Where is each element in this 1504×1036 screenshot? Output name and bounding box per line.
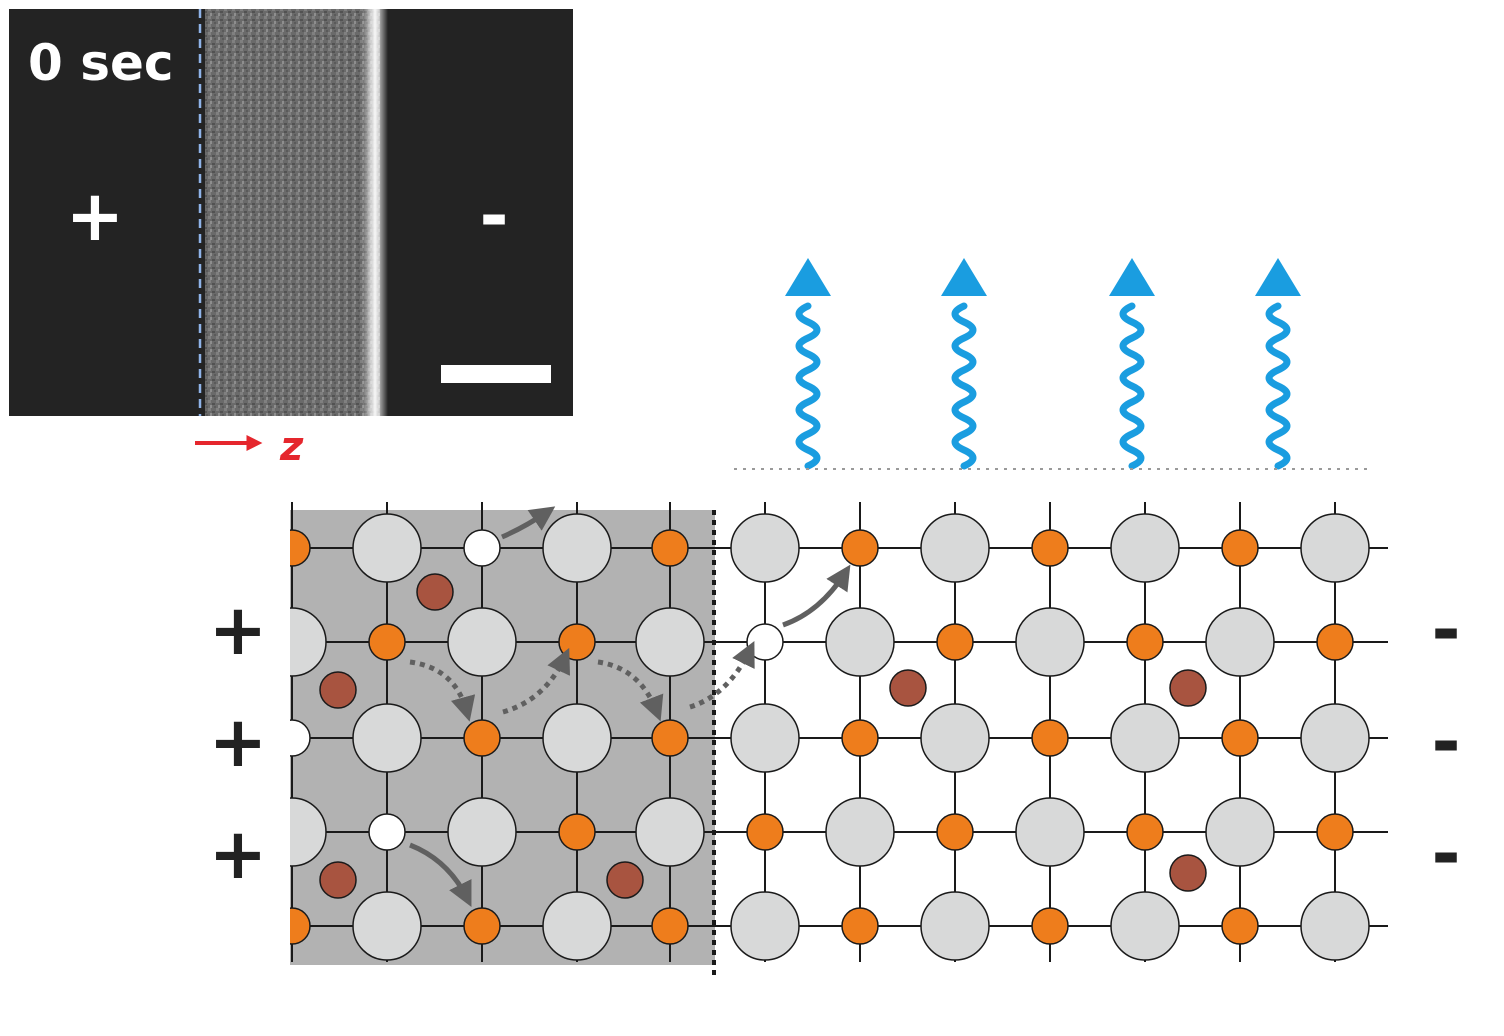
anion-site <box>542 703 612 773</box>
cation-site <box>1126 623 1164 661</box>
cation-site <box>651 529 689 567</box>
anode-sign-3: + <box>209 813 268 895</box>
z-axis-label: z <box>279 424 304 470</box>
cation-site <box>1221 529 1259 567</box>
cation-site <box>463 719 501 757</box>
micrograph-anode-sign: + <box>66 175 125 257</box>
lattice-left-mask <box>0 490 290 990</box>
anion-site <box>730 891 800 961</box>
anion-site <box>1110 703 1180 773</box>
anion-site <box>825 607 895 677</box>
anion-site <box>920 703 990 773</box>
cation-site <box>1031 719 1069 757</box>
lattice-atoms <box>0 490 1370 990</box>
anion-site <box>1300 513 1370 583</box>
cation-site <box>651 719 689 757</box>
interstitial-ion <box>1169 669 1207 707</box>
anion-site <box>1015 607 1085 677</box>
cathode-sign-3: - <box>1431 813 1460 895</box>
anion-site <box>635 607 705 677</box>
interstitial-ion <box>606 861 644 899</box>
cation-site <box>841 907 879 945</box>
cation-site <box>558 813 596 851</box>
cation-site <box>936 813 974 851</box>
micrograph-cathode-sign: - <box>479 175 508 257</box>
anion-site <box>730 703 800 773</box>
cation-site <box>1031 907 1069 945</box>
anion-site <box>447 797 517 867</box>
z-axis-indicator: z <box>195 424 304 470</box>
cation-site <box>841 529 879 567</box>
emission-wave <box>795 302 821 470</box>
hop-arrow-solid-1 <box>501 506 556 540</box>
cation-site <box>841 719 879 757</box>
cation-site <box>1316 623 1354 661</box>
interstitial-ion <box>319 671 357 709</box>
cathode-signs: - - - <box>1431 589 1460 895</box>
cation-site <box>1221 907 1259 945</box>
sample-bright-edge <box>362 9 388 416</box>
hop-arrows <box>409 506 851 907</box>
cation-site <box>651 907 689 945</box>
interstitial-ion <box>319 861 357 899</box>
emission-wave <box>1119 302 1145 470</box>
emission-wave <box>1265 302 1291 470</box>
anion-site <box>1300 703 1370 773</box>
hop-arrow-dotted-3 <box>597 659 664 722</box>
anion-site <box>447 607 517 677</box>
anion-site <box>1015 797 1085 867</box>
time-label: 0 sec <box>28 34 174 92</box>
anion-site <box>352 891 422 961</box>
vacancy-site <box>463 529 501 567</box>
cation-site <box>368 623 406 661</box>
scale-bar <box>441 365 551 383</box>
vacancy-site <box>746 623 784 661</box>
emission-arrows <box>785 258 1301 470</box>
anion-site <box>352 513 422 583</box>
anion-site <box>352 703 422 773</box>
sample-strip <box>205 9 380 416</box>
cathode-sign-1: - <box>1431 589 1460 671</box>
cation-site <box>1316 813 1354 851</box>
interstitial-ion <box>1169 854 1207 892</box>
cation-site <box>1126 813 1164 851</box>
hop-arrow-solid-3 <box>409 842 472 907</box>
cation-site <box>463 907 501 945</box>
hop-arrow-solid-2 <box>782 564 851 628</box>
anion-site <box>1110 891 1180 961</box>
anion-site <box>1205 607 1275 677</box>
anion-site <box>825 797 895 867</box>
anode-signs: + + + <box>209 589 268 895</box>
interstitial-ion <box>889 669 927 707</box>
cation-site <box>1031 529 1069 567</box>
anion-site <box>542 891 612 961</box>
cation-site <box>558 623 596 661</box>
hop-arrow-dotted-2 <box>502 647 571 715</box>
anion-site <box>635 797 705 867</box>
anion-site <box>1300 891 1370 961</box>
anode-sign-2: + <box>209 701 268 783</box>
cation-site <box>1221 719 1259 757</box>
emission-arrowhead <box>785 258 831 296</box>
micrograph-panel: 0 sec + - <box>9 9 573 416</box>
vacancy-site <box>368 813 406 851</box>
emission-arrowhead <box>941 258 987 296</box>
emission-arrowhead <box>1109 258 1155 296</box>
anion-site <box>920 513 990 583</box>
anion-site <box>920 891 990 961</box>
cation-site <box>746 813 784 851</box>
hop-arrow-dotted-1 <box>409 659 476 722</box>
emission-wave <box>951 302 977 470</box>
anion-site <box>542 513 612 583</box>
cation-site <box>936 623 974 661</box>
anion-site <box>1110 513 1180 583</box>
emission-arrowhead <box>1255 258 1301 296</box>
interstitial-ion <box>416 573 454 611</box>
anion-site <box>730 513 800 583</box>
anion-site <box>1205 797 1275 867</box>
anode-sign-1: + <box>209 589 268 671</box>
cathode-sign-2: - <box>1431 701 1460 783</box>
